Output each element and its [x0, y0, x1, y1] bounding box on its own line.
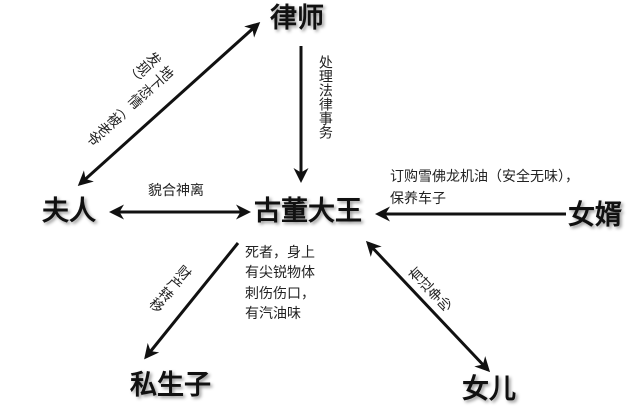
death-note-line: 有汽油味 — [245, 305, 301, 322]
arrow-wife-lawyer — [77, 21, 261, 187]
label-wife-king: 貌合神离 — [148, 183, 204, 199]
node-daughter: 女儿 — [462, 374, 516, 405]
death-note-line: 有尖锐物体 — [245, 265, 315, 282]
node-illegitimate: 私生子 — [130, 370, 211, 401]
node-king: 古董大王 — [254, 196, 362, 227]
node-lawyer: 律师 — [270, 3, 324, 34]
node-wife: 夫人 — [42, 196, 96, 227]
label-soninlaw-king: 订购雪佛龙机油（安全无味），保养车子 — [390, 169, 579, 208]
death-note-line: 死者，身上 — [245, 245, 315, 261]
node-soninlaw: 女婿 — [568, 200, 622, 231]
arrow-king-daughter — [365, 240, 491, 373]
death-note: 死者，身上 有尖锐物体 刺伤伤口， 有汽油味 — [245, 243, 315, 324]
label-lawyer-king: 处理法律事务 — [316, 55, 333, 139]
death-note-line: 刺伤伤口， — [245, 285, 315, 302]
arrow-king-illegitimate — [144, 242, 240, 360]
